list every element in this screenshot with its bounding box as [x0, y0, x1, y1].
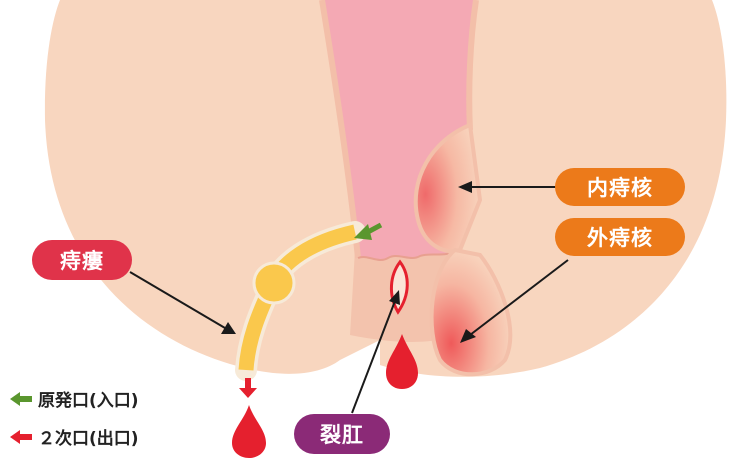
blood-drop-fistula	[232, 405, 266, 458]
label-fistula: 痔瘻	[32, 240, 132, 280]
legend-secondary-text: ２次口(出口)	[38, 424, 139, 449]
label-external-hemorrhoid: 外痔核	[555, 218, 685, 256]
label-internal-hemorrhoid: 内痔核	[555, 168, 685, 206]
legend-secondary-opening: ２次口(出口)	[10, 424, 139, 449]
legend-primary-text: 原発口(入口)	[38, 386, 139, 411]
secondary-opening-arrow	[239, 378, 257, 398]
red-left-arrow-icon	[10, 430, 32, 444]
legend-primary-opening: 原発口(入口)	[10, 386, 139, 411]
green-left-arrow-icon	[10, 392, 32, 406]
label-fissure: 裂肛	[294, 414, 390, 454]
fistula-abscess	[254, 263, 294, 303]
